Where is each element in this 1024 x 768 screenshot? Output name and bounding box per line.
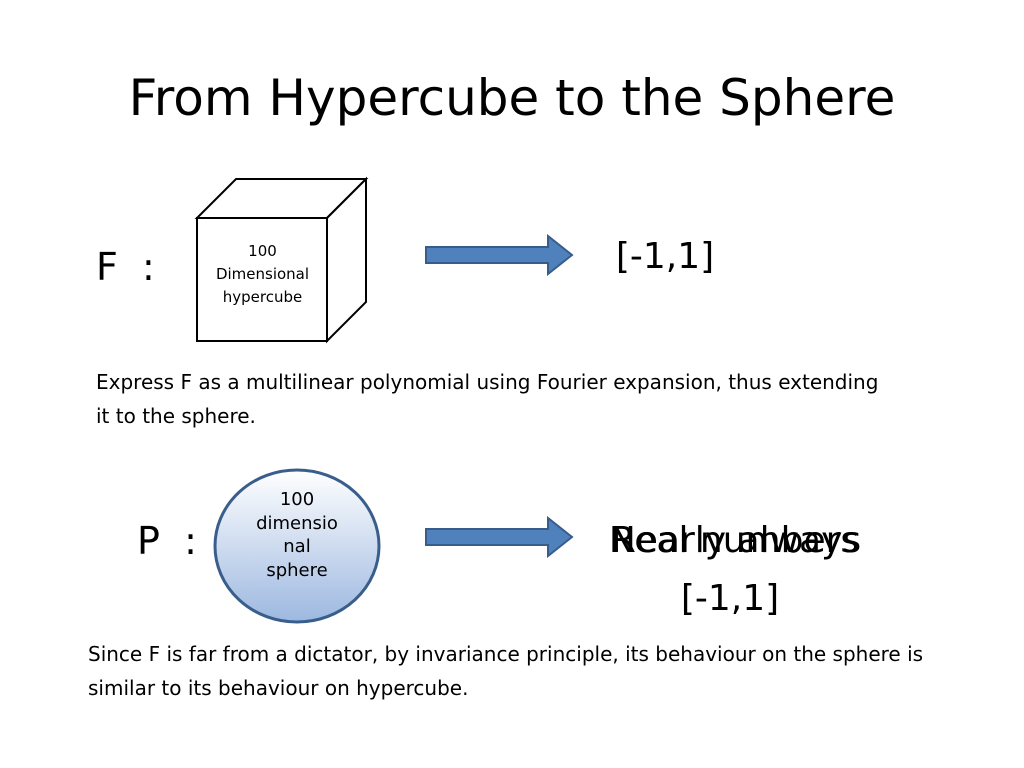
sphere-icon — [213, 468, 381, 624]
range-label-real-numbers: Real numbers — [610, 520, 860, 561]
range-bottom: [-1,1] — [680, 578, 780, 619]
cube-label-line: Dimensional — [215, 265, 310, 283]
right-arrow-icon — [425, 516, 574, 558]
sphere-label-line: sphere — [266, 559, 328, 581]
slide-title: From Hypercube to the Sphere — [128, 69, 896, 127]
right-arrow-icon — [425, 234, 574, 276]
range-top: [-1,1] — [615, 236, 715, 277]
fourier-expansion-text: Express F as a multilinear polynomial us… — [96, 370, 879, 428]
sphere-label: 100 dimensio nal sphere — [218, 488, 376, 582]
cube-label: 100 Dimensional hypercube — [198, 240, 327, 309]
sphere-label-line: dimensio — [256, 512, 338, 534]
hypercube-icon — [194, 176, 369, 344]
cube-label-line: 100 — [248, 242, 277, 260]
sphere-label-line: nal — [283, 536, 311, 557]
cube-label-line: hypercube — [222, 288, 303, 306]
function-label-f: F : — [96, 245, 155, 289]
range-label-nearly-always: Nearly always — [608, 520, 862, 561]
sphere-label-line: 100 — [279, 489, 315, 510]
function-label-p: P : — [137, 519, 197, 563]
invariance-principle-text: Since F is far from a dictator, by invar… — [88, 642, 924, 700]
range-overlapping-labels: Real numbers Nearly always — [590, 518, 880, 564]
